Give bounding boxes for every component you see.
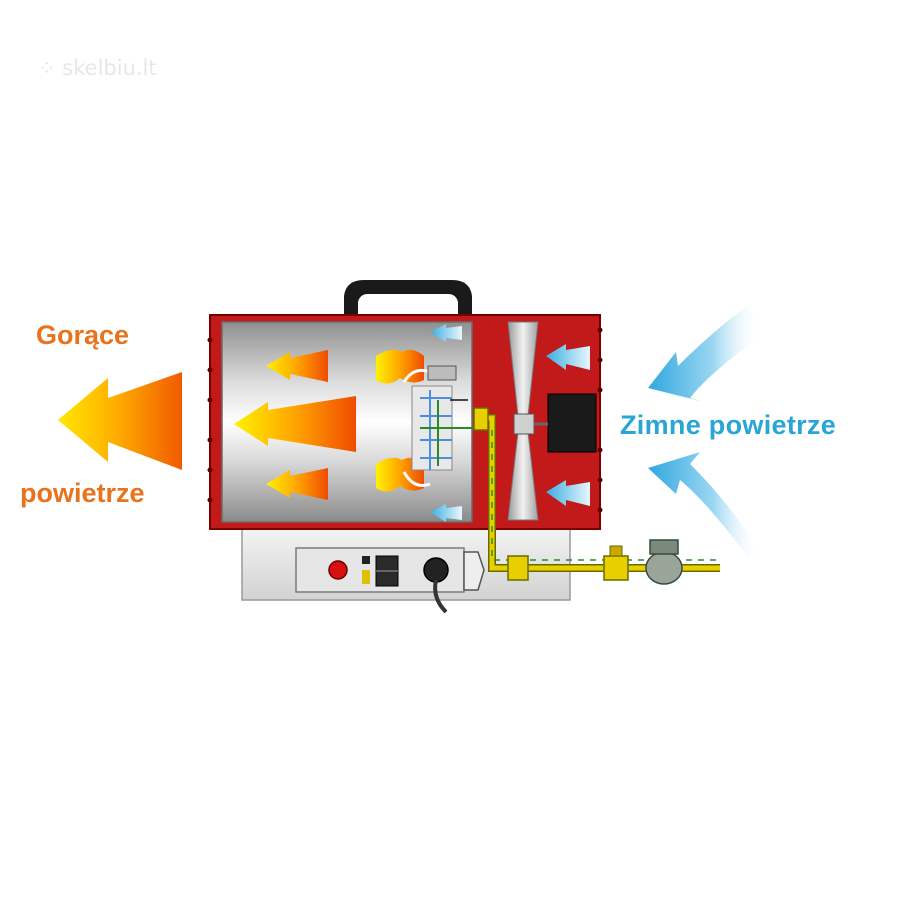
burner-manifold [427,365,457,381]
indicator-light [362,556,370,564]
cold-air-label: Zimne powietrze [620,410,837,440]
power-cord-socket [423,557,449,583]
watermark-icon: ⁘ [38,56,56,80]
gas-regulator [645,551,683,585]
gas-solenoid-valve [507,555,529,581]
carry-handle [344,280,472,318]
fan-motor [547,393,597,453]
fan-hub [513,413,535,435]
gas-tap-handle[interactable] [609,545,623,557]
burner-flame-swirl-top [402,368,431,383]
cold-air-arrow-bottom [648,452,756,562]
airflow-arrows-small [420,390,452,470]
hot-air-label-line1: Gorące [36,320,130,350]
chamber-hot-arrow-bottom [266,468,328,500]
burner-flame-swirl-bottom [402,471,431,487]
gas-flow-arrows-small [420,400,478,466]
gas-regulator-cap [649,539,679,555]
hot-air-arrow [58,372,182,470]
housing-rivets [207,327,603,513]
status-lamp [362,570,370,584]
hot-air-label-line2: powietrze [20,478,145,508]
gas-valve-knob[interactable] [463,551,485,591]
chamber-hot-arrow-top [266,350,328,382]
cold-inlet-arrow-top [430,324,462,342]
cold-air-arrow-top [648,302,756,402]
ignition-button[interactable] [328,560,348,580]
watermark-text: skelbiu.lt [62,56,157,80]
fan-inlet-arrow-top [546,344,590,370]
gas-inlet-fitting [473,407,489,431]
gas-tap[interactable] [603,555,629,581]
watermark-logo: ⁘ skelbiu.lt [38,56,157,80]
power-cord [433,579,448,614]
fan-inlet-arrow-bottom [546,480,590,506]
cold-inlet-arrow-bottom [430,504,462,522]
chamber-hot-arrow-middle [234,396,356,452]
